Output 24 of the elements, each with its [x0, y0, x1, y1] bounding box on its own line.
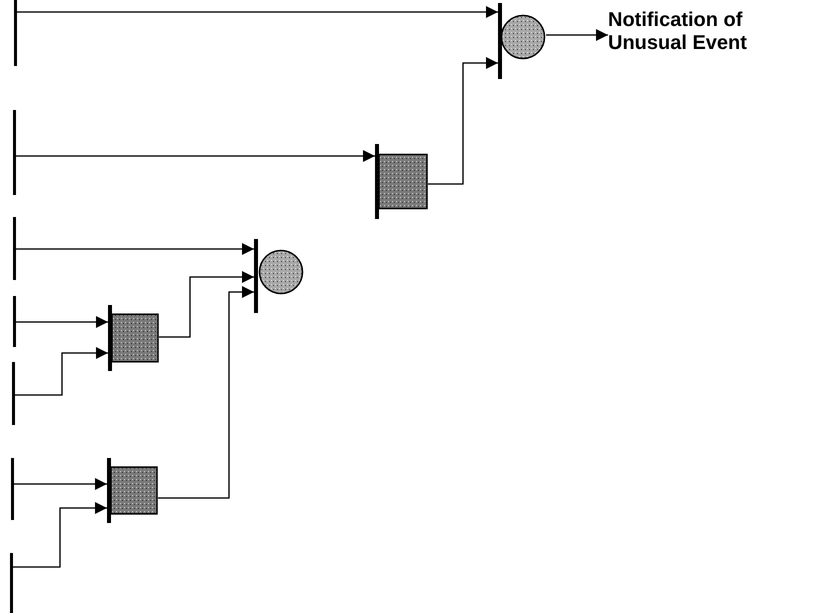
gate-circle	[498, 3, 546, 79]
arrow	[16, 316, 108, 328]
arrow	[428, 57, 498, 185]
gate-box	[107, 458, 158, 523]
arrow	[13, 502, 107, 568]
arrow	[546, 29, 608, 41]
gate-circle	[254, 239, 304, 313]
arrow	[16, 150, 375, 162]
arrow	[17, 6, 498, 18]
arrow	[15, 347, 108, 396]
source-bar	[13, 110, 16, 195]
arrow	[14, 478, 107, 490]
gate-box	[108, 305, 159, 371]
gate-box	[375, 144, 428, 219]
output-label: Notification of Unusual Event	[608, 9, 808, 55]
source-bar	[12, 362, 15, 425]
source-bar	[10, 553, 13, 613]
source-bar	[13, 296, 16, 347]
source-bar	[13, 217, 16, 280]
arrow	[158, 286, 254, 499]
source-bar	[11, 458, 14, 520]
arrow	[16, 243, 254, 255]
source-bar	[14, 0, 17, 66]
arrow	[159, 271, 254, 338]
